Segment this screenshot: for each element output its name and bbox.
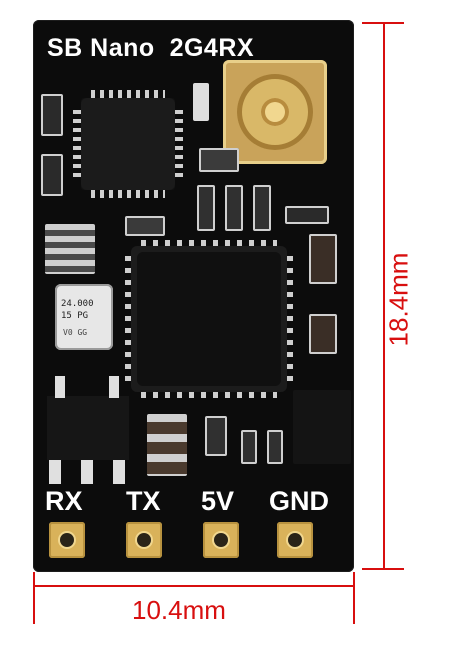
regulator-pins <box>49 460 127 484</box>
height-dimension-label: 18.4mm <box>383 252 414 347</box>
pin-label-5v: 5V <box>201 486 235 516</box>
pcb-board: SB Nano 2G4RX 24.000 15 PG V0 GG <box>33 20 354 572</box>
smd-resistor <box>253 185 271 231</box>
solder-pad-rx[interactable] <box>49 522 85 558</box>
width-dimension-right-tick <box>353 572 355 624</box>
smd-capacitor <box>199 148 239 172</box>
board-title: SB Nano 2G4RX <box>47 34 255 62</box>
smd-resistor <box>197 185 215 231</box>
pin-label-rx: RX <box>45 486 83 516</box>
height-dimension-bottom-tick <box>362 568 404 570</box>
smd-resistor <box>41 154 63 196</box>
rf-chip-pins-right <box>287 256 293 382</box>
smd-resistor <box>241 430 257 464</box>
smd-inductor <box>293 390 351 464</box>
rf-chip-pins-top <box>141 240 277 246</box>
crystal-oscillator: 24.000 15 PG V0 GG <box>55 284 113 350</box>
antenna-connector <box>223 60 327 164</box>
height-dimension-line <box>383 22 385 570</box>
pin-label-tx: TX <box>126 486 161 516</box>
smd-capacitor <box>285 206 329 224</box>
mcu-pins-bottom <box>91 190 165 198</box>
mcu-pins-top <box>91 90 165 98</box>
mcu-pins-right <box>175 110 183 180</box>
width-dimension-label: 10.4mm <box>132 595 226 625</box>
pin-label-gnd: GND <box>269 486 329 516</box>
mcu-chip <box>81 98 175 190</box>
smd-capacitor <box>309 234 337 284</box>
crystal-sublabel: V0 GG <box>63 328 88 337</box>
rf-chip-pins-left <box>125 256 131 382</box>
smd-resistor <box>205 416 227 456</box>
crystal-label: 24.000 15 PG <box>61 299 94 321</box>
smd-capacitor <box>309 314 337 354</box>
rf-chip-pins-bottom <box>141 392 277 398</box>
rf-chip <box>131 246 287 392</box>
smd-capacitor <box>45 224 95 274</box>
smd-resistor <box>225 185 243 231</box>
mcu-pins-left <box>73 110 81 180</box>
width-dimension-line <box>33 585 355 587</box>
smd-resistor <box>41 94 63 136</box>
smd-capacitor <box>125 216 165 236</box>
smd-resistor <box>267 430 283 464</box>
width-dimension-left-tick <box>33 572 35 624</box>
voltage-regulator <box>47 376 129 460</box>
smd-capacitor <box>193 83 209 121</box>
solder-pad-5v[interactable] <box>203 522 239 558</box>
smd-resistor-array <box>147 414 187 476</box>
solder-pad-tx[interactable] <box>126 522 162 558</box>
solder-pad-gnd[interactable] <box>277 522 313 558</box>
